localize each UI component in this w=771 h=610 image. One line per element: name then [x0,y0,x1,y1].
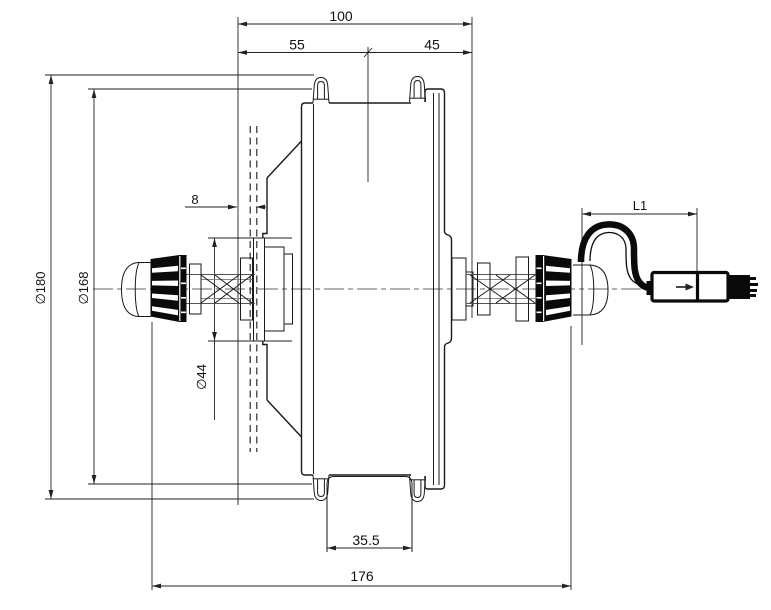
dim-axle-length: 176 [350,568,374,584]
left-washer [189,263,202,315]
motor-shell [249,88,474,552]
right-spacer [515,256,529,322]
spoke-hole-knob [409,75,426,103]
right-washer [477,262,491,316]
brake-disc-hidden-lines [249,126,258,452]
spoke-hole-knob [312,474,330,502]
dim-cable-length: L1 [633,198,647,213]
cable-connector [650,270,758,303]
dim-rim-width: 35.5 [352,532,379,548]
dim-boss-diameter: ∅44 [194,364,209,390]
connector-end-terminal [728,275,758,299]
cable-ferrule [646,281,654,295]
spoke-flange-knobs [312,75,426,503]
right-axle-nut [535,255,572,322]
dimension-labels: 100 55 45 8 ∅180 ∅168 ∅44 35.5 176 L1 [33,8,647,584]
motor-cable [577,221,654,295]
dim-top-overall: 100 [329,8,353,24]
dim-disc-offset: 8 [191,192,198,207]
dim-top-right-span: 45 [424,37,440,53]
connector-polarity-arrow-icon [676,283,694,291]
right-axle-cap [573,264,609,316]
dimension-lines [48,21,697,589]
axle-assembly [186,256,545,322]
spoke-hole-knob [312,76,330,104]
spoke-hole-knob [409,475,426,503]
left-axle-cap [120,262,151,317]
left-axle-nut [150,255,187,322]
thread-pattern-left [200,274,253,304]
dim-outer-diameter: ∅180 [33,271,48,304]
dim-top-left-span: 55 [289,37,305,53]
dim-shell-diameter: ∅168 [76,271,91,304]
left-spacer [240,257,253,321]
extension-lines [45,17,698,590]
